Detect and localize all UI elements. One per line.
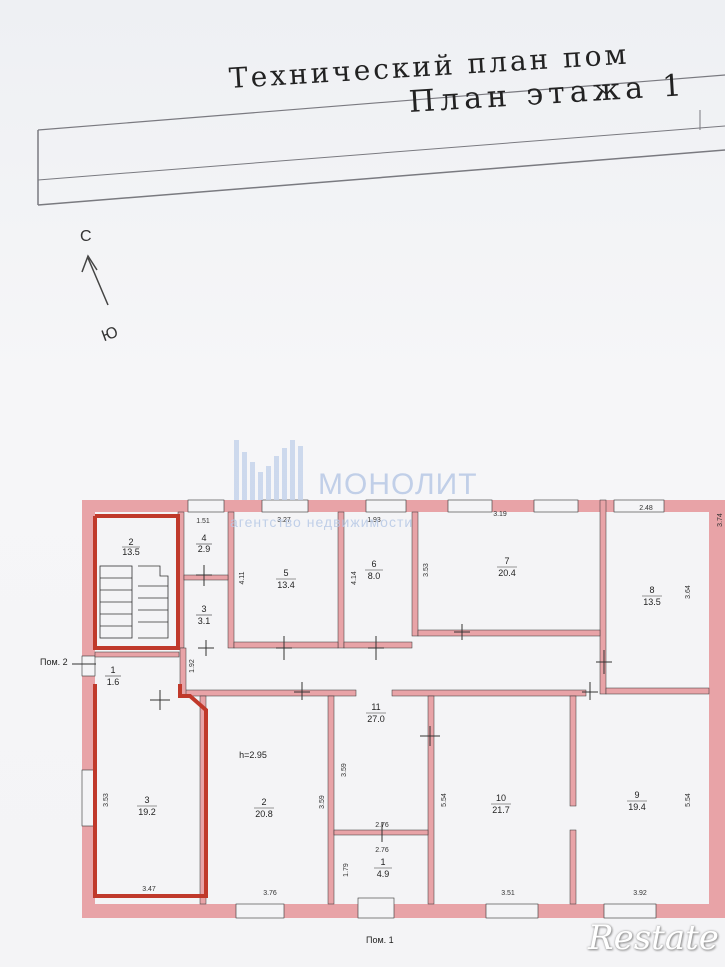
- watermark-logo: МОНОЛИТ: [318, 468, 478, 501]
- room-area: 20.4: [498, 568, 516, 578]
- room-area: 1.6: [107, 677, 120, 687]
- dim-label: 3.47: [142, 886, 156, 893]
- stairs-icon: [99, 565, 169, 639]
- dim-label: 3.51: [501, 890, 515, 897]
- room-area: 13.5: [643, 597, 661, 607]
- room-area: 2.9: [198, 544, 211, 554]
- dim-label: 3.76: [263, 890, 277, 897]
- room-num: 9: [634, 790, 639, 800]
- dim-label: 5.54: [441, 793, 448, 807]
- dim-label: 2.48: [639, 505, 653, 512]
- dim-label: 1.92: [189, 659, 196, 673]
- room-area: 13.4: [277, 580, 295, 590]
- dim-label: 3.59: [319, 795, 326, 809]
- room-area: 8.0: [368, 571, 381, 581]
- dim-label: 2.76: [375, 847, 389, 854]
- room-area: 19.4: [628, 802, 646, 812]
- room-num: 5: [283, 568, 288, 578]
- room-area: 4.9: [377, 869, 390, 879]
- dim-label: 3.53: [423, 563, 430, 577]
- restate-logo: Restate: [588, 918, 719, 958]
- dim-label: 3.19: [493, 511, 507, 518]
- room-num: 8: [649, 585, 654, 595]
- dim-label: 3.64: [685, 585, 692, 599]
- room-area: 19.2: [138, 807, 156, 817]
- dim-label: 1.79: [343, 863, 350, 877]
- dim-label: 5.54: [685, 793, 692, 807]
- room-area: 27.0: [367, 714, 385, 724]
- room-num: 3: [201, 604, 206, 614]
- room-num: 3: [144, 795, 149, 805]
- premise-1-label: Пом. 1: [366, 935, 394, 945]
- room-area: 21.7: [492, 805, 510, 815]
- room-num: 1: [110, 665, 115, 675]
- room-num: 2: [261, 797, 266, 807]
- dim-label: 1.93: [367, 517, 381, 524]
- room-num: 7: [504, 556, 509, 566]
- room-num: 10: [496, 793, 506, 803]
- room-num: 11: [371, 702, 380, 712]
- dim-label: 3.27: [277, 517, 291, 524]
- dim-label: 3.53: [103, 793, 110, 807]
- dim-label: 3.59: [341, 763, 348, 777]
- room-num: 1: [380, 857, 385, 867]
- room-area: 13.5: [122, 547, 140, 557]
- room-num: 2: [128, 537, 133, 547]
- ceiling-height-label: h=2.95: [239, 750, 267, 760]
- dim-label: 1.51: [196, 518, 210, 525]
- watermark-subtitle: агентство недвижимости: [230, 514, 414, 530]
- room-area: 3.1: [198, 616, 211, 626]
- room-num: 6: [371, 559, 376, 569]
- compass-north-label: С: [80, 228, 92, 245]
- dim-label: 3.74: [717, 513, 724, 527]
- room-num: 4: [201, 533, 206, 543]
- premise-2-label: Пом. 2: [40, 657, 68, 667]
- room-area: 20.8: [255, 809, 273, 819]
- dim-label: 2.76: [375, 822, 389, 829]
- dim-label: 4.14: [351, 571, 358, 585]
- dim-label: 3.92: [633, 890, 647, 897]
- dim-label: 4.11: [239, 571, 246, 584]
